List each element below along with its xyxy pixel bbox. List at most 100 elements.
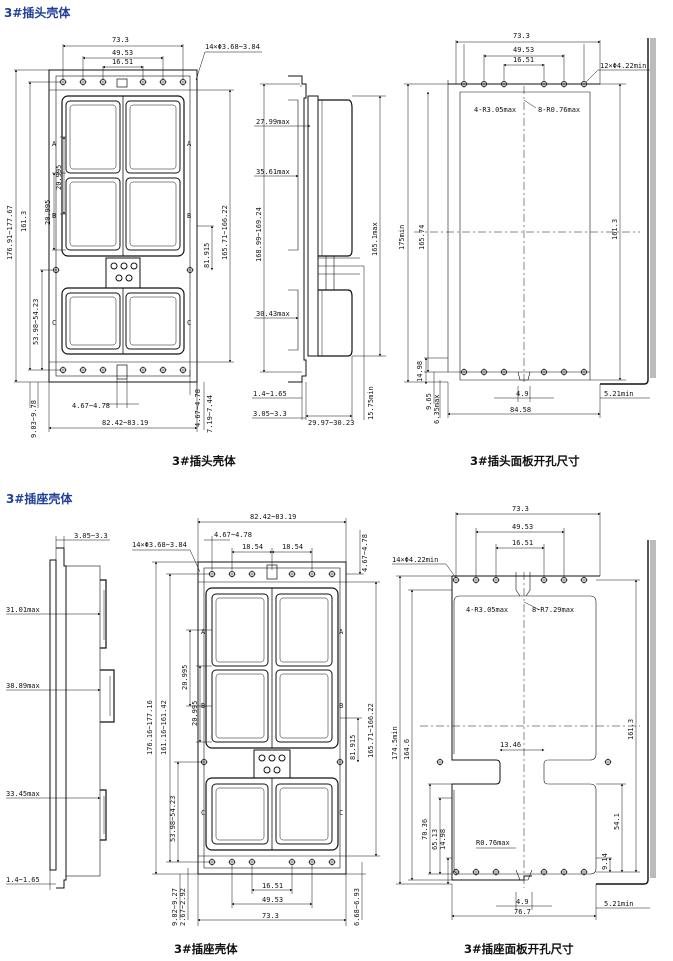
plug-front-letter-b-left: B	[52, 212, 56, 220]
socket-panel-dim-161-3: 161.3	[627, 719, 635, 740]
socket-panel-labels: 73.3 49.53 16.51 14×Φ4.22min 4-R3.05max …	[391, 505, 635, 916]
socket-side-dim-3-05: 3.05~3.3	[74, 532, 108, 540]
plug-front-letter-b-right: B	[187, 212, 191, 220]
socket-panel-dim-76-7: 76.7	[514, 908, 531, 916]
plug-shell-caption: 3#插头壳体	[172, 454, 236, 468]
plug-side-dim-168-99: 168.99~169.24	[255, 207, 263, 262]
plug-side-view	[252, 75, 386, 420]
plug-side-dim-27-99: 27.99max	[256, 118, 290, 126]
socket-front-holes-note: 14×Φ3.68~3.84	[132, 541, 187, 549]
plug-front-letter-c-right: C	[187, 319, 191, 327]
plug-front-labels: 73.3 49.53 16.51 14×Φ3.68~3.84 176.91~17…	[6, 36, 260, 438]
plug-panel-dim-165-74: 165.74	[418, 225, 426, 250]
socket-panel-dim-70-36: 70.36	[421, 819, 429, 840]
socket-front-letter-a-right: A	[339, 628, 344, 636]
plug-panel-caption: 3#插头面板开孔尺寸	[470, 454, 580, 468]
plug-panel-dim-161-3: 161.3	[611, 219, 619, 240]
socket-side-dim-38-89: 38.89max	[6, 682, 40, 690]
plug-panel-dim-9-65: 9.65	[425, 393, 433, 410]
plug-side-dim-35-61: 35.61max	[256, 168, 290, 176]
plug-panel-dim-5-21: 5.21min	[604, 390, 634, 398]
socket-front-dim-49-53: 49.53	[262, 896, 283, 904]
socket-front-dim-2-67: 2.67~2.92	[179, 888, 187, 926]
socket-panel-dim-73-3: 73.3	[512, 505, 529, 513]
socket-side-dim-33-45: 33.45max	[6, 790, 40, 798]
plug-panel-view	[404, 38, 656, 418]
plug-section-title: 3#插头壳体	[4, 6, 71, 20]
socket-front-view	[132, 518, 380, 926]
plug-panel-corner-r3: 4-R3.05max	[474, 106, 516, 114]
plug-panel-dim-16-51: 16.51	[513, 56, 534, 64]
socket-front-letter-c-right: C	[339, 809, 343, 817]
socket-panel-dim-16-51: 16.51	[512, 539, 533, 547]
plug-front-dim-73-3: 73.3	[112, 36, 129, 44]
socket-front-dim-16-51: 16.51	[262, 882, 283, 890]
socket-front-letter-c-left: C	[201, 809, 205, 817]
socket-front-dim-20-995-a: 20.995	[181, 665, 189, 690]
plug-front-letter-a-left: A	[52, 140, 57, 148]
plug-side-dim-165-1: 165.1max	[371, 222, 379, 256]
plug-front-dim-53-98: 53.98~54.23	[32, 299, 40, 345]
socket-front-dim-161-16: 161.16~161.42	[160, 700, 168, 755]
plug-front-dim-16-51: 16.51	[112, 58, 133, 66]
socket-front-dim-82-42: 82.42~83.19	[250, 513, 296, 521]
plug-front-dim-height: 176.91~177.67	[6, 205, 14, 260]
socket-panel-dim-164-6: 164.6	[403, 739, 411, 760]
plug-front-dim-82-42: 82.42~83.19	[102, 419, 148, 427]
socket-front-dim-18-54-right: 18.54	[282, 543, 303, 551]
socket-panel-view	[392, 512, 656, 920]
socket-front-labels: 82.42~83.19 4.67~4.78 18.54 18.54 14×Φ3.…	[132, 513, 375, 926]
socket-panel-corner-r3: 4-R3.05max	[466, 606, 508, 614]
socket-panel-dim-9-14: 9.14	[601, 853, 609, 870]
socket-front-dim-9-02: 9.02~9.27	[171, 888, 179, 926]
plug-panel-dim-175: 175min	[398, 225, 406, 250]
socket-front-dim-6-68: 6.68~6.93	[353, 888, 361, 926]
plug-panel-dim-73-3: 73.3	[513, 32, 530, 40]
socket-front-dim-20-995-b: 20.995	[191, 701, 199, 726]
socket-front-dim-4-67-right-top: 4.67~4.78	[361, 534, 369, 572]
plug-side-dim-15-75: 15.75min	[367, 386, 375, 420]
plug-front-dim-49-53: 49.53	[112, 49, 133, 57]
socket-front-letter-a-left: A	[201, 628, 206, 636]
plug-front-dim-4-67-bottom: 4.67~4.78	[72, 402, 110, 410]
socket-panel-corner-r7: 8-R7.29max	[532, 606, 574, 614]
socket-panel-dim-65-13: 65.13	[431, 829, 439, 850]
socket-side-dim-31-01: 31.01max	[6, 606, 40, 614]
plug-front-dim-161-3: 161.3	[20, 211, 28, 232]
socket-panel-dim-54-1: 54.1	[613, 813, 621, 830]
socket-panel-caption: 3#插座面板开孔尺寸	[464, 942, 574, 956]
plug-front-dim-7-19: 7.19~7.44	[206, 395, 214, 433]
socket-front-letter-b-left: B	[201, 702, 205, 710]
socket-panel-dim-174-5: 174.5min	[391, 726, 399, 760]
socket-front-letter-b-right: B	[339, 702, 343, 710]
plug-front-letter-a-right: A	[187, 140, 192, 148]
plug-front-dim-9-03: 9.03~9.78	[30, 400, 38, 438]
socket-side-labels: 3.05~3.3 31.01max 38.89max 33.45max 1.4~…	[6, 532, 108, 884]
socket-panel-dim-49-53: 49.53	[512, 523, 533, 531]
socket-side-dim-1-4: 1.4~1.65	[6, 876, 40, 884]
socket-panel-dim-13-46: 13.46	[500, 741, 521, 749]
plug-front-view	[14, 44, 262, 432]
socket-front-dim-81-915: 81.915	[349, 735, 357, 760]
plug-front-dim-165-71: 165.71~166.22	[221, 205, 229, 260]
plug-front-dim-20-995-b: 20.995	[44, 200, 52, 225]
socket-panel-dim-4-9: 4.9	[516, 898, 529, 906]
plug-front-holes-note: 14×Φ3.68~3.84	[205, 43, 260, 51]
plug-side-dim-30-43: 30.43max	[256, 310, 290, 318]
socket-front-dim-176-16: 176.16~177.16	[146, 700, 154, 755]
plug-side-dim-29-97: 29.97~30.23	[308, 419, 354, 427]
plug-panel-dim-14-98: 14.98	[416, 361, 424, 382]
plug-panel-labels: 73.3 49.53 16.51 12×Φ4.22min 4-R3.05max …	[398, 32, 646, 424]
socket-panel-dim-5-21: 5.21min	[604, 900, 634, 908]
plug-panel-corner-r0: 8-R0.76max	[538, 106, 580, 114]
plug-panel-dim-84-58: 84.58	[510, 406, 531, 414]
socket-panel-dim-r0-76: R0.76max	[476, 839, 510, 847]
socket-side-view	[6, 536, 115, 890]
plug-front-dim-4-67-right: 4.67~4.78	[194, 389, 202, 427]
socket-panel-dim-14-98: 14.98	[439, 829, 447, 850]
plug-front-dim-20-995-a: 20.995	[55, 165, 63, 190]
socket-section-title: 3#插座壳体	[6, 492, 73, 506]
plug-panel-dim-6-35: 6.35max	[433, 394, 441, 424]
socket-front-dim-53-98: 53.98~54.23	[169, 796, 177, 842]
